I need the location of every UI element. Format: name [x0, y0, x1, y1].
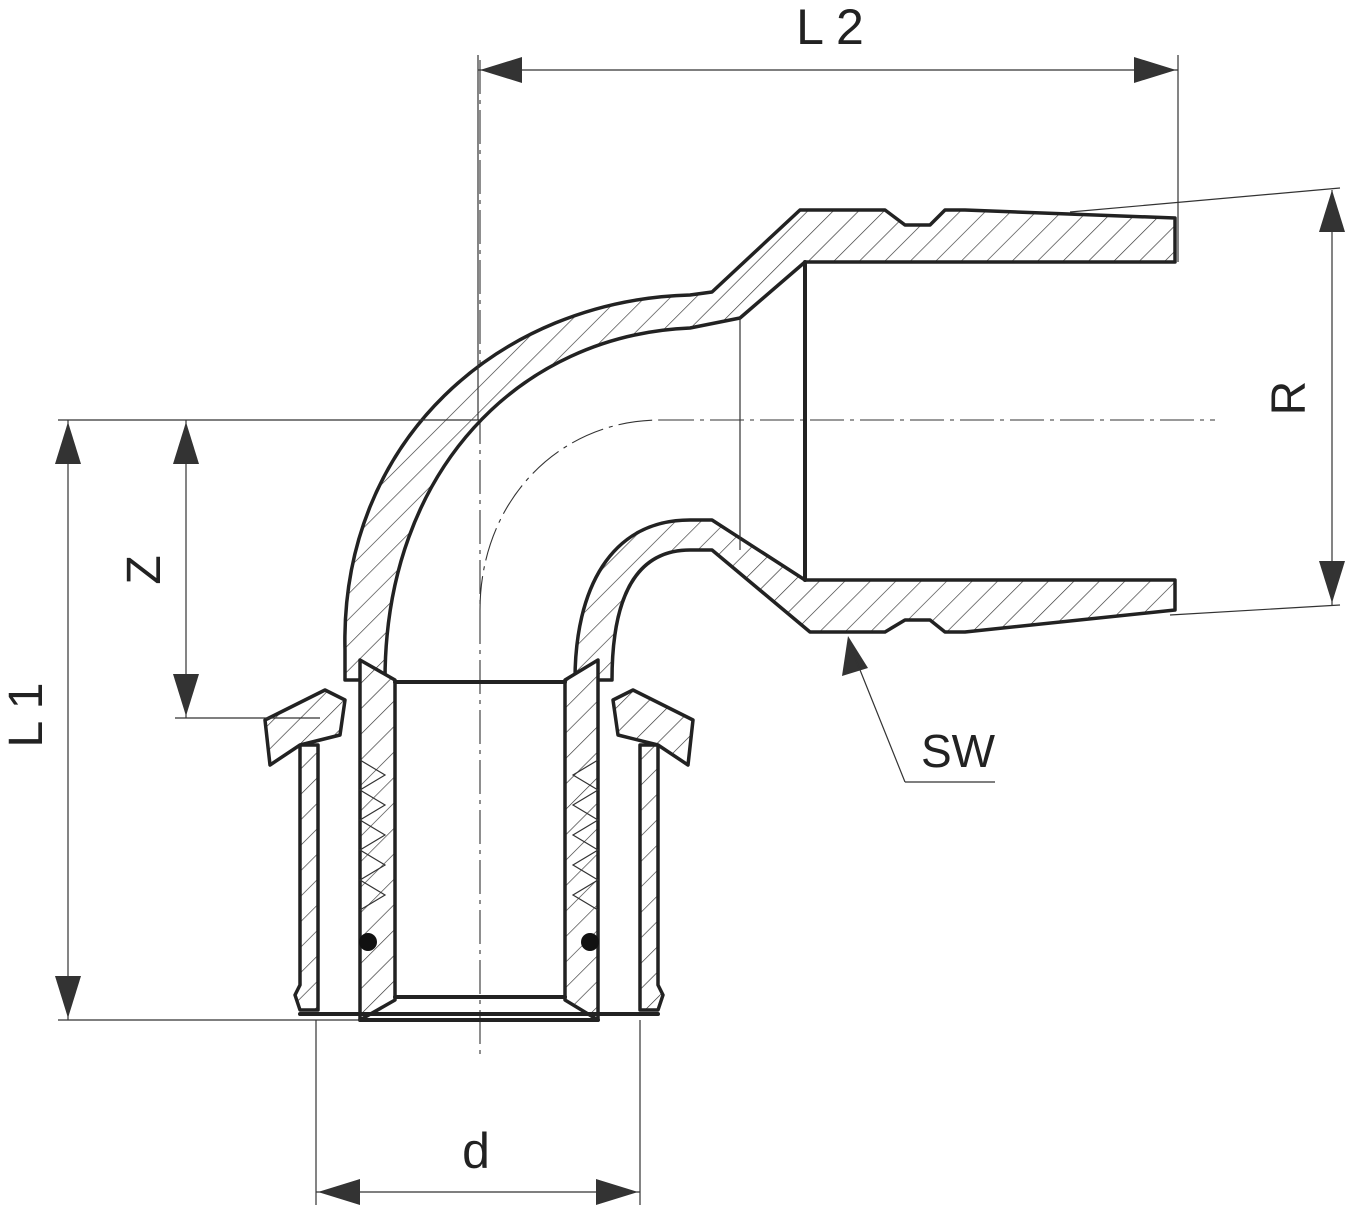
label-l2: L 2 — [796, 0, 864, 55]
label-l1: L 1 — [0, 683, 53, 748]
label-r: R — [1263, 381, 1316, 416]
elbow-body — [343, 208, 1177, 682]
dimension-l2 — [477, 55, 1179, 420]
label-z: Z — [118, 555, 171, 584]
label-d: d — [462, 1123, 490, 1179]
dimension-r — [1069, 187, 1345, 616]
dimension-d — [315, 1020, 641, 1205]
label-sw: SW — [921, 725, 996, 777]
press-socket — [263, 658, 695, 1022]
center-lines — [479, 60, 1215, 1060]
sw-leader — [842, 636, 995, 783]
dimension-l1 — [55, 419, 480, 1021]
dimension-z — [173, 420, 320, 719]
